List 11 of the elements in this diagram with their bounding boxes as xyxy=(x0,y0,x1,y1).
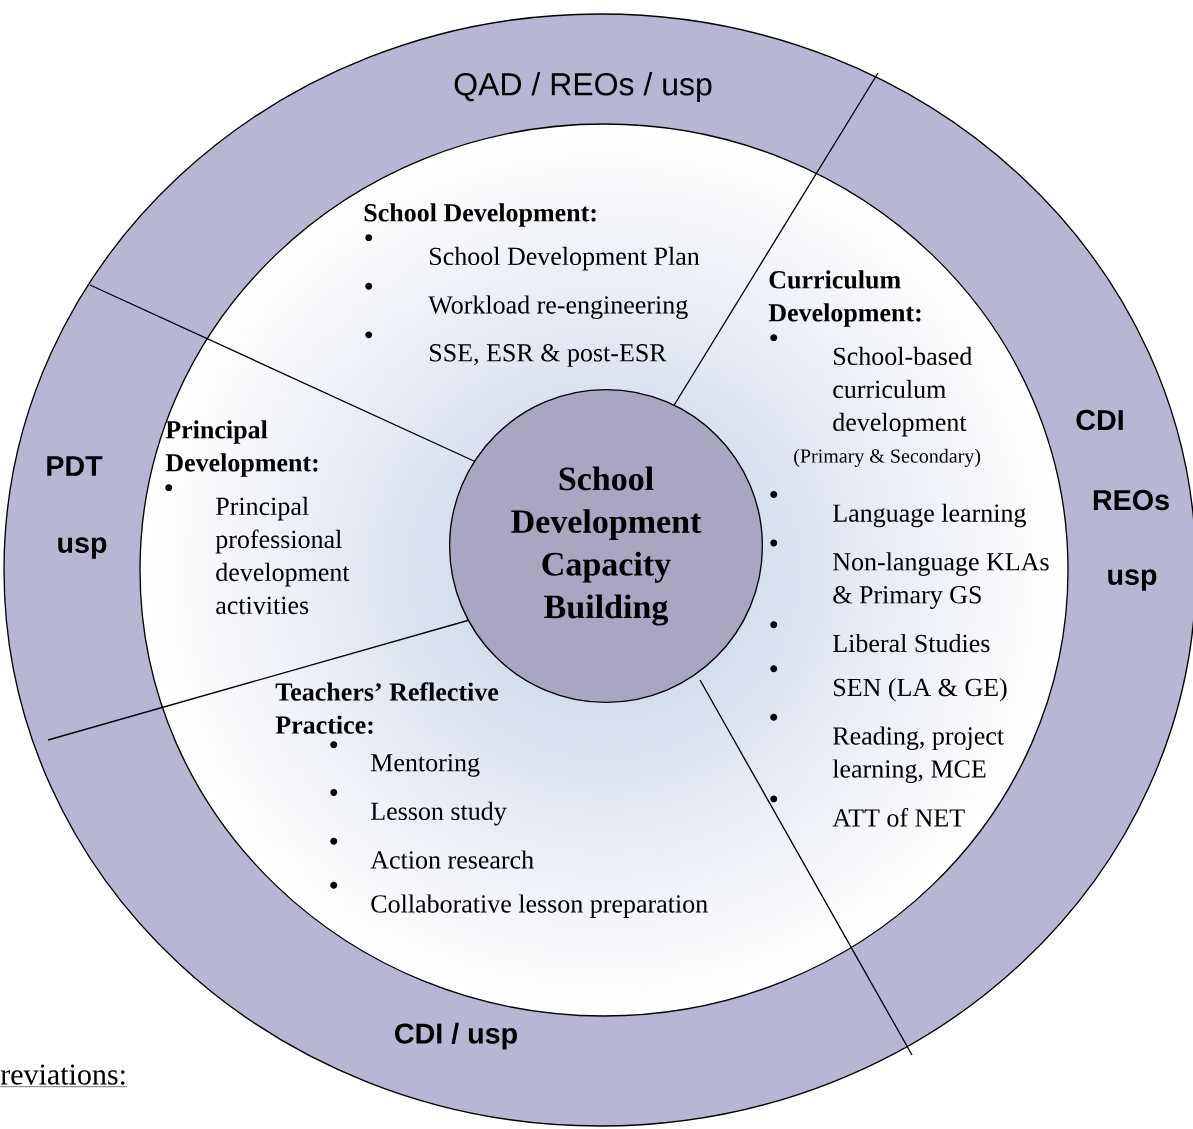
abbreviations-heading: reviations: xyxy=(0,1064,128,1087)
ring-label: PDT xyxy=(47,456,103,476)
ring-label: usp xyxy=(1108,569,1157,591)
ring-label: REOs xyxy=(1093,489,1169,511)
ring-label: CDI / usp xyxy=(395,1022,517,1050)
sector-text: School Development: School Development Plan Workload re-engineering SSE, ESR & post-ESR xyxy=(364,203,700,367)
sector-text: Principal Development: Principal professional development activities xyxy=(165,420,350,615)
ring-label: usp xyxy=(58,537,107,559)
sector-text: Curriculum Development: School-based curriculum development (Primary & Secondary) Language learning Non-language KLAs & Primary GS Liberal Studies SEN (LA & GE) Reading, project learning, MCE ATT of NET xyxy=(768,270,1049,827)
ring-label: QAD / REOs / usp xyxy=(454,72,712,102)
ring-label: CDI xyxy=(1076,409,1123,431)
